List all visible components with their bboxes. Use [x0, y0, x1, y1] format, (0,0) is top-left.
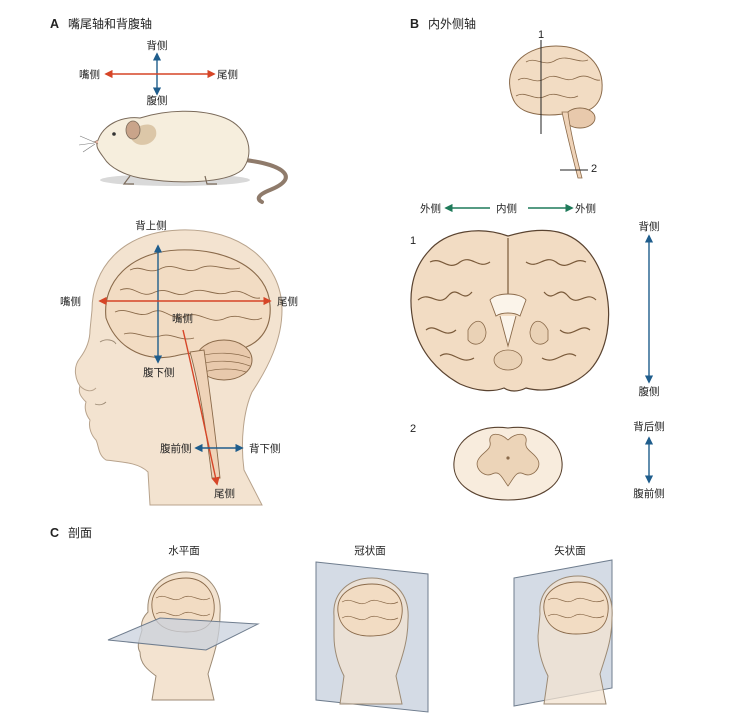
panel-a-title: 嘴尾轴和背腹轴: [68, 16, 152, 31]
marker-2: 2: [591, 163, 597, 175]
panel-c-title: 剖面: [68, 526, 92, 540]
mediolateral-axis: 外侧 内侧 外侧: [420, 202, 596, 215]
marker-1: 1: [538, 29, 544, 41]
human-ventral-anterior-label: 腹前侧: [160, 442, 192, 455]
lateral-right-label: 外侧: [575, 202, 596, 215]
coronal-brain-section: [410, 229, 610, 392]
human-rostral-inner-label: 嘴侧: [172, 312, 193, 325]
human-dorsal-posterior-label: 背下侧: [249, 442, 281, 455]
sagittal-plane-label: 矢状面: [554, 544, 586, 557]
panel-b-vertical-axes: 背侧 腹侧 背后侧 腹前侧: [633, 220, 665, 500]
rat-axis-cross: 背侧 腹侧 嘴侧 尾侧: [79, 39, 238, 107]
panel-b-title: 内外侧轴: [428, 16, 476, 31]
panel-b-letter: B: [410, 17, 419, 31]
panel-a: A 嘴尾轴和背腹轴 背侧 腹侧 嘴侧 尾侧: [50, 16, 298, 506]
section-2-number: 2: [410, 423, 416, 435]
coronal-plane-head: [315, 561, 429, 713]
horizontal-plane-head: [107, 571, 260, 701]
medial-label: 内侧: [496, 202, 517, 215]
lateral-left-label: 外侧: [420, 202, 441, 215]
b-dorsal-posterior-label: 背后侧: [633, 420, 665, 433]
b-ventral-label: 腹侧: [639, 385, 660, 398]
human-dorsal-superior-label: 背上侧: [135, 219, 167, 232]
b-dorsal-label: 背侧: [639, 220, 660, 233]
coronal-plane-label: 冠状面: [354, 544, 386, 557]
human-ventral-inferior-label: 腹下侧: [143, 366, 175, 379]
human-rostral-label: 嘴侧: [60, 295, 81, 308]
rat-dorsal-label: 背侧: [147, 39, 168, 52]
panel-b: B 内外侧轴 1 2 外侧 内侧 外侧 1: [410, 16, 665, 501]
section-1-number: 1: [410, 235, 416, 247]
panel-c: C 剖面 水平面 冠状面 矢状面: [50, 526, 613, 713]
human-caudal-bottom-label: 尾侧: [214, 487, 235, 500]
rat-caudal-label: 尾侧: [217, 68, 238, 81]
horizontal-plane: [107, 617, 260, 651]
rat-illustration: [78, 110, 288, 204]
rat-rostral-label: 嘴侧: [79, 68, 100, 81]
rat-ventral-label: 腹侧: [147, 94, 168, 107]
spinal-cord-section: [453, 426, 563, 501]
horizontal-plane-label: 水平面: [168, 545, 200, 557]
sagittal-plane-head: [513, 559, 613, 707]
panel-a-letter: A: [50, 17, 59, 31]
brain-sagittal-small: 1 2: [509, 29, 603, 179]
panel-c-letter: C: [50, 526, 59, 540]
human-caudal-label: 尾侧: [277, 295, 298, 308]
human-axes: 背上侧 嘴侧 尾侧 嘴侧 腹下侧 腹前侧 背下侧 尾侧: [60, 219, 298, 500]
human-brainstem-caudal-arrow: [182, 329, 220, 486]
b-ventral-anterior-label: 腹前侧: [633, 487, 665, 500]
